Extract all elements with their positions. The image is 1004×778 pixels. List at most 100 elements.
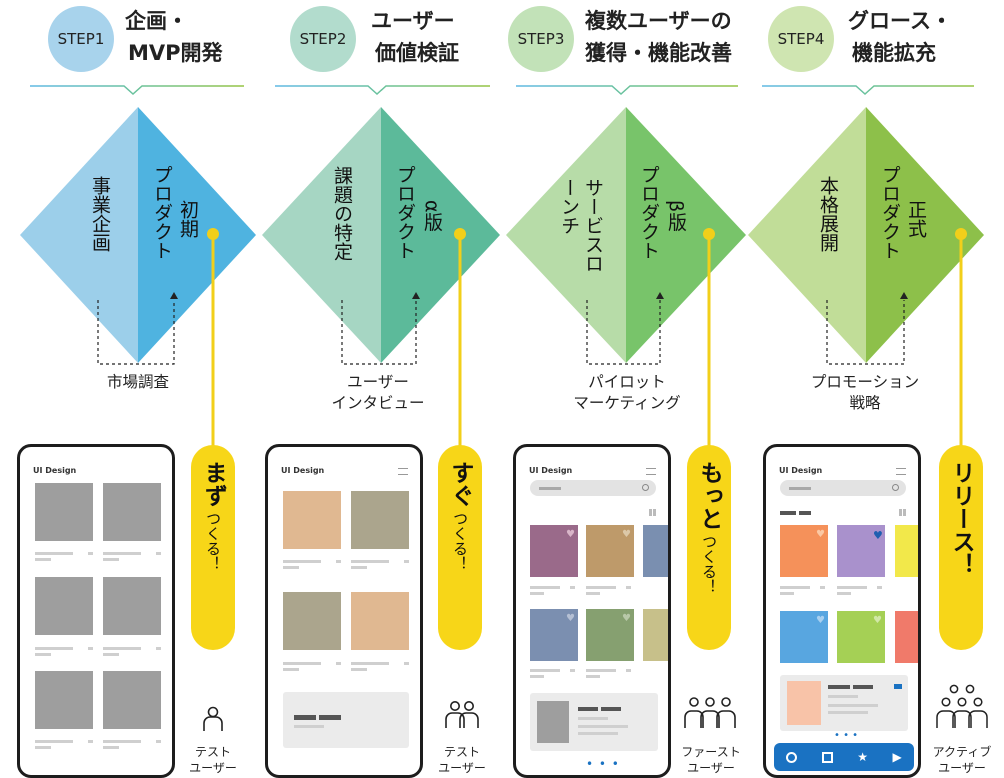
grid-icon[interactable]	[649, 509, 656, 516]
square-icon[interactable]	[821, 751, 833, 763]
step2-title-line1: ユーザー	[371, 9, 455, 33]
step3-right-sub: β版	[665, 200, 687, 232]
home-icon[interactable]	[786, 751, 798, 763]
phone-title: UI Design	[529, 466, 573, 475]
product-card[interactable]	[780, 525, 828, 577]
step1-title-line1: 企画・	[125, 9, 188, 33]
arrow-step1	[170, 292, 178, 299]
phone-title: UI Design	[281, 466, 325, 475]
menu-icon	[896, 468, 906, 475]
bracket-step1	[97, 300, 175, 365]
step4-title-line2: 機能拡充	[852, 41, 936, 65]
pill-step1-small: つくる！	[204, 511, 222, 571]
star-icon[interactable]: ★	[857, 750, 869, 764]
play-icon[interactable]: ▶	[892, 750, 902, 764]
banner-image	[537, 701, 569, 743]
step3-right-main: プロダクト	[638, 165, 660, 260]
step2-badge: STEP2	[290, 6, 356, 72]
heart-icon[interactable]: ♥	[816, 615, 825, 626]
user-label-step3: ファーストユーザー	[681, 745, 741, 775]
connector-dot-3	[703, 228, 715, 240]
header-underline-2	[275, 85, 490, 96]
product-card[interactable]	[837, 525, 885, 577]
bottom-nav-bar: ★ ▶	[774, 743, 914, 771]
step1-right-sub: 初期	[177, 200, 199, 238]
phone-mockup-step3: UI Design ♥ ♥ ♥ ♥ • • •	[513, 444, 671, 778]
pill-step4: リリース！	[939, 445, 983, 650]
connector-dot-1	[207, 228, 219, 240]
menu-icon	[646, 468, 656, 475]
product-card[interactable]	[895, 525, 918, 577]
bracket-step4	[826, 300, 905, 365]
header-underline-3	[516, 85, 738, 96]
step2-right-sub: α版	[421, 200, 443, 232]
step1-title-line2: MVP開発	[128, 41, 223, 65]
users-icon	[445, 701, 479, 728]
product-card[interactable]	[895, 611, 918, 663]
step3-title-line2: 獲得・機能改善	[585, 41, 732, 65]
heart-icon[interactable]: ♥	[873, 615, 882, 626]
pill-step1: まず つくる！	[191, 445, 235, 650]
step2-left-text: 課題の特定	[331, 166, 353, 261]
pagination-dots[interactable]: • • •	[586, 757, 620, 771]
search-icon[interactable]	[892, 484, 899, 491]
step2-right-main: プロダクト	[394, 165, 416, 260]
placeholder-image	[351, 592, 409, 650]
phone-mockup-step4: UI Design ♥ ♥ ♥ ♥ • • • ★ ▶	[763, 444, 921, 778]
pill-step4-big: リリース！	[948, 461, 974, 576]
diamond-step1	[20, 107, 256, 363]
bracket-step2	[341, 300, 417, 365]
arrow-step4	[900, 292, 908, 299]
step4-badge: STEP4	[768, 6, 834, 72]
user-icon	[203, 706, 223, 731]
grid-icon[interactable]	[899, 509, 906, 516]
search-bar[interactable]	[530, 480, 656, 496]
step4-right-main: プロダクト	[879, 165, 901, 260]
step4-right-sub: 正式	[905, 200, 927, 238]
banner-placeholder	[283, 692, 409, 748]
placeholder-image	[103, 671, 161, 729]
heart-icon[interactable]: ♥	[566, 613, 575, 624]
pill-step1-big: まず	[200, 461, 226, 507]
diamond-step2	[262, 107, 500, 363]
step4-caption: プロモーション 戦略	[810, 373, 920, 412]
header-underline-4	[762, 85, 974, 96]
product-card[interactable]	[586, 525, 634, 577]
phone-mockup-step1: UI Design	[17, 444, 175, 778]
product-card[interactable]	[530, 525, 578, 577]
heart-icon[interactable]: ♥	[566, 529, 575, 540]
product-card[interactable]	[586, 609, 634, 661]
step1-badge: STEP1	[48, 6, 114, 72]
header-underline-1	[30, 85, 244, 96]
step3-left-text: サービスローンチ	[558, 178, 604, 273]
arrow-step2	[412, 292, 420, 299]
diamond-step4	[748, 107, 984, 363]
banner-image	[787, 681, 821, 725]
product-card[interactable]	[643, 609, 668, 661]
placeholder-image	[35, 671, 93, 729]
step1-caption: 市場調査	[106, 373, 169, 391]
user-label-step4: アクティブユーザー	[932, 745, 992, 775]
step3-caption: パイロット マーケティング	[573, 373, 681, 412]
product-card[interactable]	[780, 611, 828, 663]
arrow-step3	[656, 292, 664, 299]
pill-step2-small: つくる！	[451, 511, 469, 571]
heart-icon[interactable]: ♥	[816, 529, 825, 540]
step4-left-text: 本格展開	[817, 176, 839, 252]
heart-icon[interactable]: ♥	[873, 529, 883, 542]
step2-title-line2: 価値検証	[375, 41, 459, 65]
heart-icon[interactable]: ♥	[622, 529, 631, 540]
bracket-step3	[586, 300, 661, 365]
placeholder-image	[35, 483, 93, 541]
crowd-icon	[936, 684, 988, 728]
placeholder-image	[103, 577, 161, 635]
product-card[interactable]	[837, 611, 885, 663]
user-label-step2: テストユーザー	[438, 745, 486, 775]
product-card[interactable]	[530, 609, 578, 661]
heart-icon[interactable]: ♥	[622, 613, 631, 624]
search-bar[interactable]	[780, 480, 906, 496]
search-icon[interactable]	[642, 484, 649, 491]
pagination-dots[interactable]: • • •	[834, 730, 859, 741]
product-card[interactable]	[643, 525, 668, 577]
